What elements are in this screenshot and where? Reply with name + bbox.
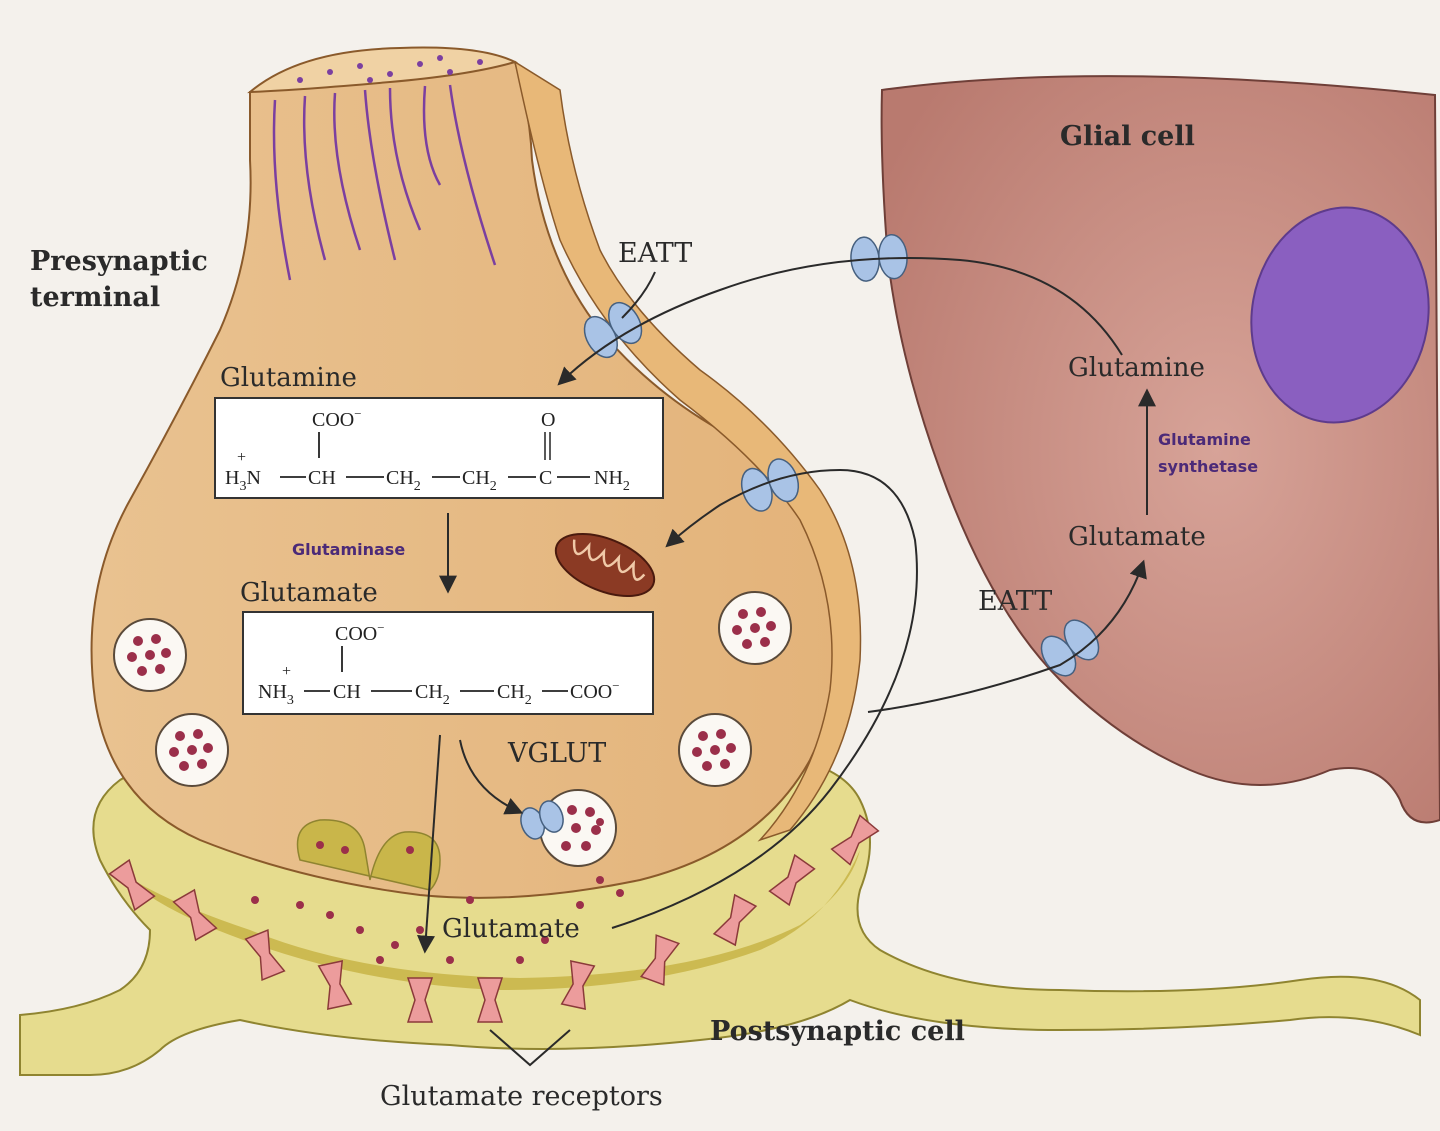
- receptor: [172, 888, 218, 942]
- label-glutamine-presynaptic: Glutamine: [220, 363, 357, 393]
- label-glial-cell: Glial cell: [1060, 121, 1195, 152]
- label-glutamate-cleft: Glutamate: [442, 914, 580, 944]
- label-glutamine-synthetase-line2: synthetase: [1158, 457, 1258, 476]
- arrow-glutamate-to-vglut: [459, 739, 524, 815]
- arrow-glutamate-release: [417, 734, 441, 954]
- presynaptic-membrane-strip: [513, 60, 862, 842]
- arrow-glial-glutamine-to-presynaptic: [557, 257, 1123, 386]
- glutamate-structure: COO− + NH3 CH CH2 CH2 COO−: [258, 620, 620, 708]
- label-glutamate-glial: Glutamate: [1068, 522, 1206, 552]
- receptor: [712, 893, 758, 947]
- receptor: [639, 934, 681, 986]
- label-glutamate-presynaptic: Glutamate: [240, 578, 378, 608]
- arrow-eatt-label-pointer: [621, 271, 656, 319]
- receptor: [768, 853, 816, 907]
- synaptic-vesicles: [113, 591, 792, 867]
- glutamine-coo: COO−: [312, 406, 362, 431]
- label-glutamate-receptors: Glutamate receptors: [380, 1081, 663, 1112]
- label-eatt-presynaptic: EATT: [618, 238, 692, 269]
- release-buds: [296, 819, 441, 891]
- receptor: [476, 977, 504, 1023]
- receptors-bracket: [489, 1029, 571, 1067]
- glutamine-amine: H3N: [225, 467, 261, 494]
- arrow-cleft-to-glia: [867, 559, 1147, 713]
- label-presynaptic-line2: terminal: [30, 282, 160, 313]
- receptor: [317, 960, 353, 1010]
- label-glutamine-synthetase-line1: Glutamine: [1158, 430, 1251, 449]
- transporters: [520, 233, 1100, 840]
- label-glutamine-glial: Glutamine: [1068, 353, 1205, 383]
- glutamine-nh2: NH2: [594, 467, 630, 494]
- label-postsynaptic-cell: Postsynaptic cell: [710, 1016, 965, 1047]
- label-eatt-glial: EATT: [978, 586, 1052, 617]
- glutamine-carbonyl-o: O: [541, 409, 555, 431]
- receptor: [108, 858, 156, 912]
- cut-surface-dots: [297, 55, 483, 83]
- glial-cell-body: [880, 75, 1440, 824]
- arrow-cleft-to-mitochondrion: [611, 468, 918, 929]
- vesicle: [155, 713, 229, 787]
- eatt-presynaptic-transporter: [583, 301, 643, 359]
- glutamine-ch2a: CH2: [386, 467, 421, 494]
- glutamine-ch2b: CH2: [462, 467, 497, 494]
- label-vglut: VGLUT: [507, 738, 606, 769]
- eatt-glial-transporter: [1040, 619, 1100, 677]
- glutamine-n-charge: +: [237, 449, 246, 466]
- glutamate-amine: NH3: [258, 681, 294, 708]
- label-glutaminase: Glutaminase: [292, 540, 405, 559]
- glutamate-coo-top: COO−: [335, 620, 385, 645]
- receptor: [830, 814, 880, 866]
- pathway-arrows: [417, 257, 1156, 954]
- glutamine-c: C: [539, 467, 552, 489]
- glutamine-structure: COO− O + H3N CH CH2 CH2 C NH2: [225, 406, 630, 494]
- synaptic-cleft: [118, 850, 860, 990]
- glutamine-formula-box: [214, 397, 664, 499]
- glutamate-coo-end: COO−: [570, 678, 620, 703]
- vesicle: [718, 591, 792, 665]
- vesicle: [678, 713, 752, 787]
- cleft-glutamate-dots: [251, 841, 624, 964]
- vglut-transporter: [520, 800, 564, 840]
- glutamate-n-charge: +: [282, 663, 291, 680]
- glutamate-receptors: [108, 814, 880, 1023]
- receptor: [406, 977, 434, 1023]
- glutamine-ch: CH: [308, 467, 336, 489]
- glutamate-formula-box: [242, 611, 654, 715]
- receptor: [244, 929, 286, 981]
- label-presynaptic-line1: Presynaptic: [30, 246, 208, 277]
- glutamate-ch2b: CH2: [497, 681, 532, 708]
- glutamate-ch: CH: [333, 681, 361, 703]
- mitochondrion: [554, 533, 656, 597]
- receptor: [560, 960, 596, 1010]
- microtubules: [272, 84, 497, 281]
- vesicle: [113, 618, 187, 692]
- glutamate-ch2a: CH2: [415, 681, 450, 708]
- glial-nucleus: [1250, 206, 1430, 424]
